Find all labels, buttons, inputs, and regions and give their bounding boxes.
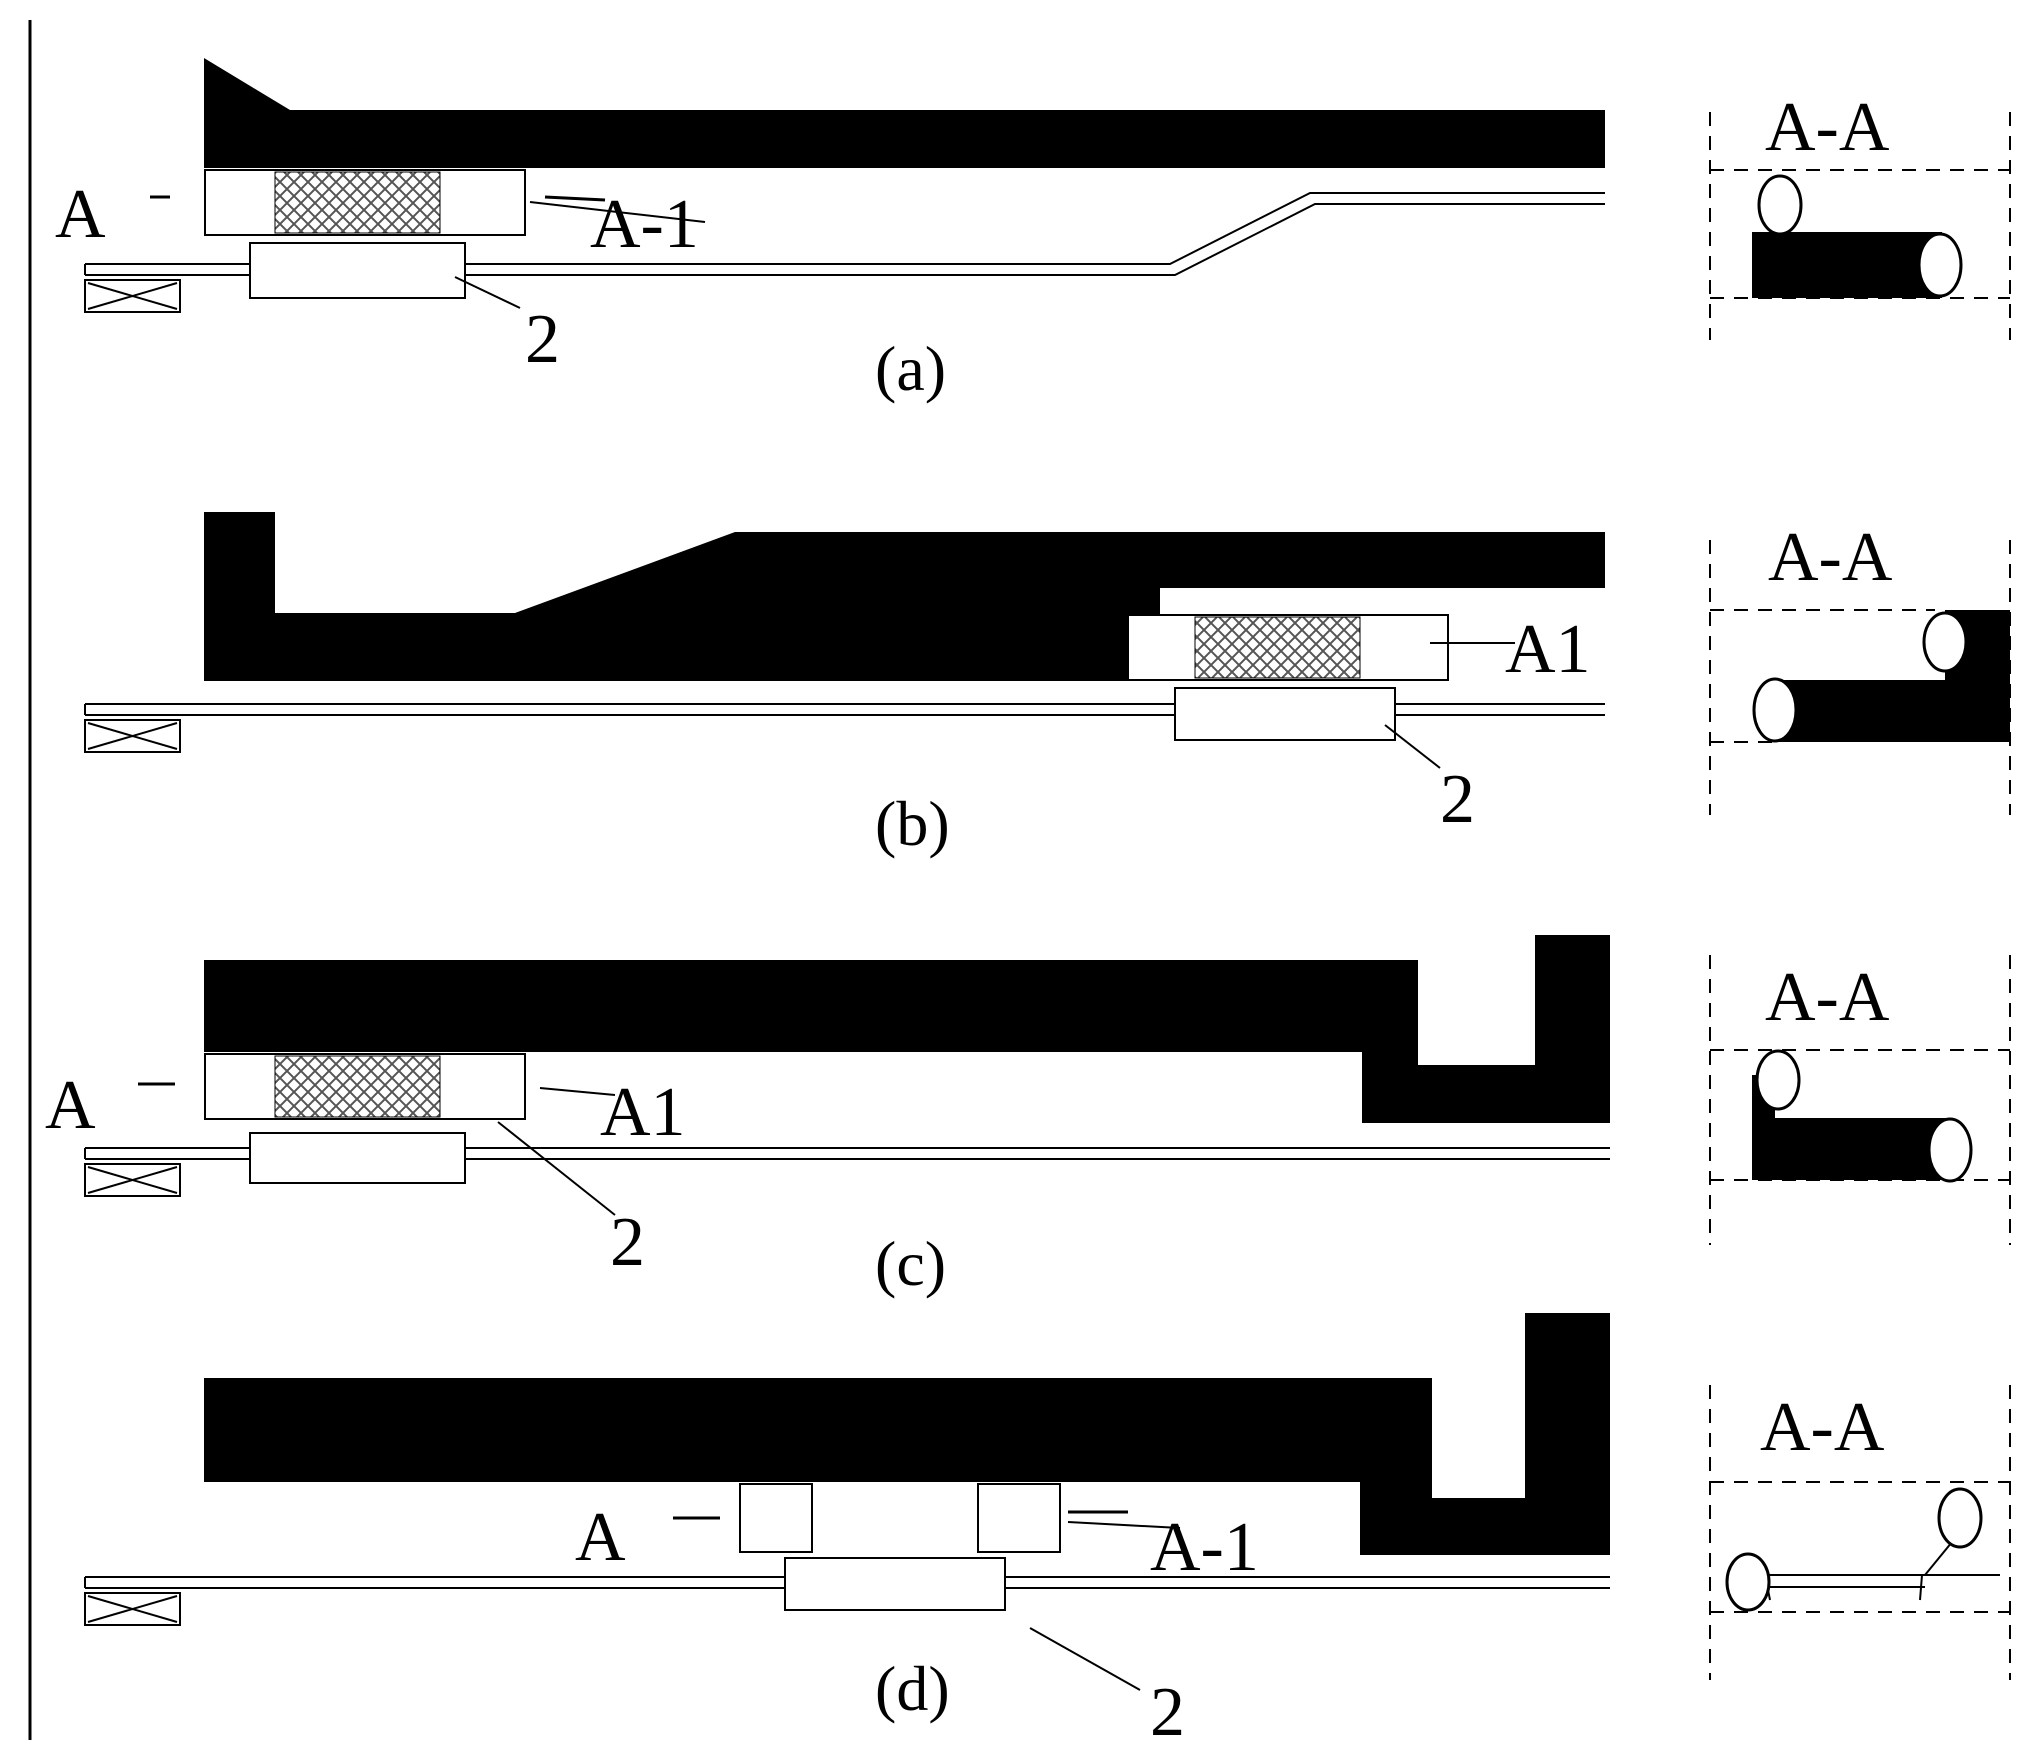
panel-b-label-2: 2 — [1440, 761, 1475, 838]
panel-a-rail-bottom — [85, 203, 1605, 276]
panel-d-label-A-1: A-1 — [1150, 1509, 1259, 1586]
panel-c-slot — [249, 1132, 466, 1184]
panel-d-anchor — [84, 1592, 181, 1626]
panel-a-marker-A: A — [55, 176, 106, 253]
panel-d-section: A-A — [1709, 1385, 2011, 1680]
panel-c-anchor — [84, 1163, 181, 1197]
panel-a-section: A-A — [1709, 89, 2011, 340]
panel-a-rail-top — [85, 192, 1605, 265]
panel-b: A A1 2 (b) A-A — [84, 512, 2011, 859]
panel-c: A A1 2 (c) A-A — [45, 935, 2011, 1299]
panel-d-slot — [784, 1557, 1006, 1611]
panel-c-section: A-A — [1709, 955, 2011, 1245]
panel-c-marker-A: A — [45, 1067, 96, 1144]
panel-c-body — [204, 935, 1610, 1123]
panel-d-body — [204, 1313, 1610, 1555]
panel-a-slot — [249, 242, 466, 299]
panel-a-caption: (a) — [875, 333, 946, 404]
panel-b-hatch — [1194, 616, 1361, 679]
panel-b-section: A-A — [1709, 519, 2011, 815]
panel-b-label-A1: A1 — [1505, 611, 1591, 688]
panel-a-label-2: 2 — [525, 301, 560, 378]
panel-a-section-title: A-A — [1765, 89, 1890, 166]
panel-c-section-title: A-A — [1765, 959, 1890, 1036]
panel-d-section-title: A-A — [1760, 1389, 1885, 1466]
panel-a: A A-1 2 (a) A-A — [55, 58, 2011, 404]
panel-a-body — [204, 58, 1605, 168]
panel-b-section-title: A-A — [1768, 519, 1893, 596]
panel-d-block-left — [739, 1483, 813, 1553]
panel-d-caption: (d) — [875, 1653, 950, 1724]
panel-b-caption: (b) — [875, 788, 950, 859]
panel-c-label-A1: A1 — [600, 1074, 686, 1151]
panel-a-anchor — [84, 279, 181, 313]
panel-b-slot — [1174, 687, 1396, 741]
panel-c-hatch — [274, 1055, 441, 1118]
panel-b-body — [204, 512, 1605, 681]
panel-c-label-2: 2 — [610, 1204, 645, 1281]
panel-b-anchor — [84, 719, 181, 753]
panel-d-marker-A: A — [575, 1499, 626, 1576]
panel-b-marker-A: A — [960, 611, 1011, 688]
panel-a-hatch — [274, 171, 441, 234]
panel-c-caption: (c) — [875, 1228, 946, 1299]
panel-d: A A-1 2 (d) A-A — [84, 1313, 2011, 1751]
panel-d-label-2: 2 — [1150, 1674, 1185, 1751]
panel-d-block-right — [977, 1483, 1061, 1553]
panel-a-label-A-1: A-1 — [590, 186, 699, 263]
